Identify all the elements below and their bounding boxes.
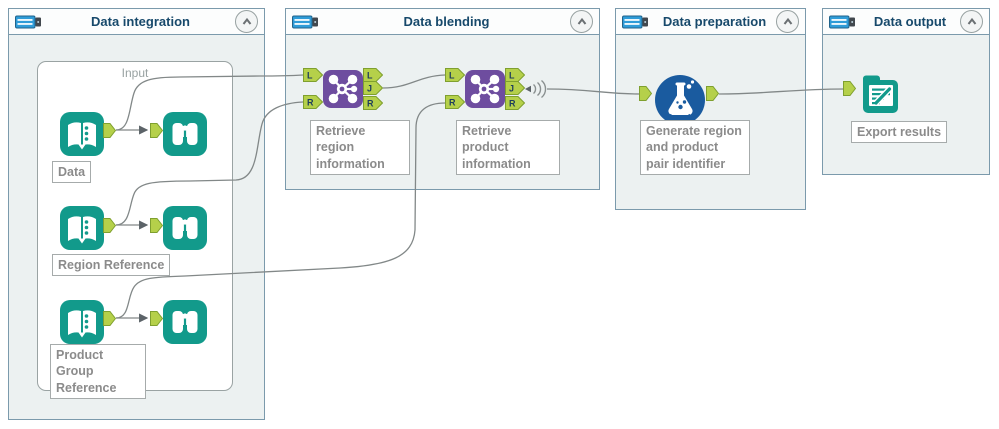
container-title: Data integration	[91, 14, 190, 29]
collapse-button[interactable]	[570, 10, 593, 33]
container-title: Data preparation	[662, 14, 767, 29]
container-data-preparation: Data preparation	[615, 8, 806, 210]
chevron-up-icon	[242, 17, 251, 25]
chevron-up-icon	[577, 17, 586, 25]
container-header[interactable]: Data preparation	[616, 9, 805, 35]
input-group-label: Input	[121, 66, 149, 80]
chevron-up-icon	[783, 17, 792, 25]
container-icon	[622, 15, 648, 28]
container-title: Data output	[873, 14, 947, 29]
collapse-button[interactable]	[235, 10, 258, 33]
container-title: Data blending	[403, 14, 490, 29]
container-header[interactable]: Data output	[823, 9, 989, 35]
container-icon	[829, 15, 855, 28]
container-data-output: Data output	[822, 8, 990, 175]
container-data-blending: Data blending	[285, 8, 600, 190]
container-icon	[292, 15, 318, 28]
container-data-integration: Data integration Input	[8, 8, 265, 420]
chevron-up-icon	[967, 17, 976, 25]
collapse-button[interactable]	[776, 10, 799, 33]
container-icon	[15, 15, 41, 28]
container-header[interactable]: Data integration	[9, 9, 264, 35]
collapse-button[interactable]	[960, 10, 983, 33]
input-group-box: Input	[37, 61, 233, 391]
container-header[interactable]: Data blending	[286, 9, 599, 35]
